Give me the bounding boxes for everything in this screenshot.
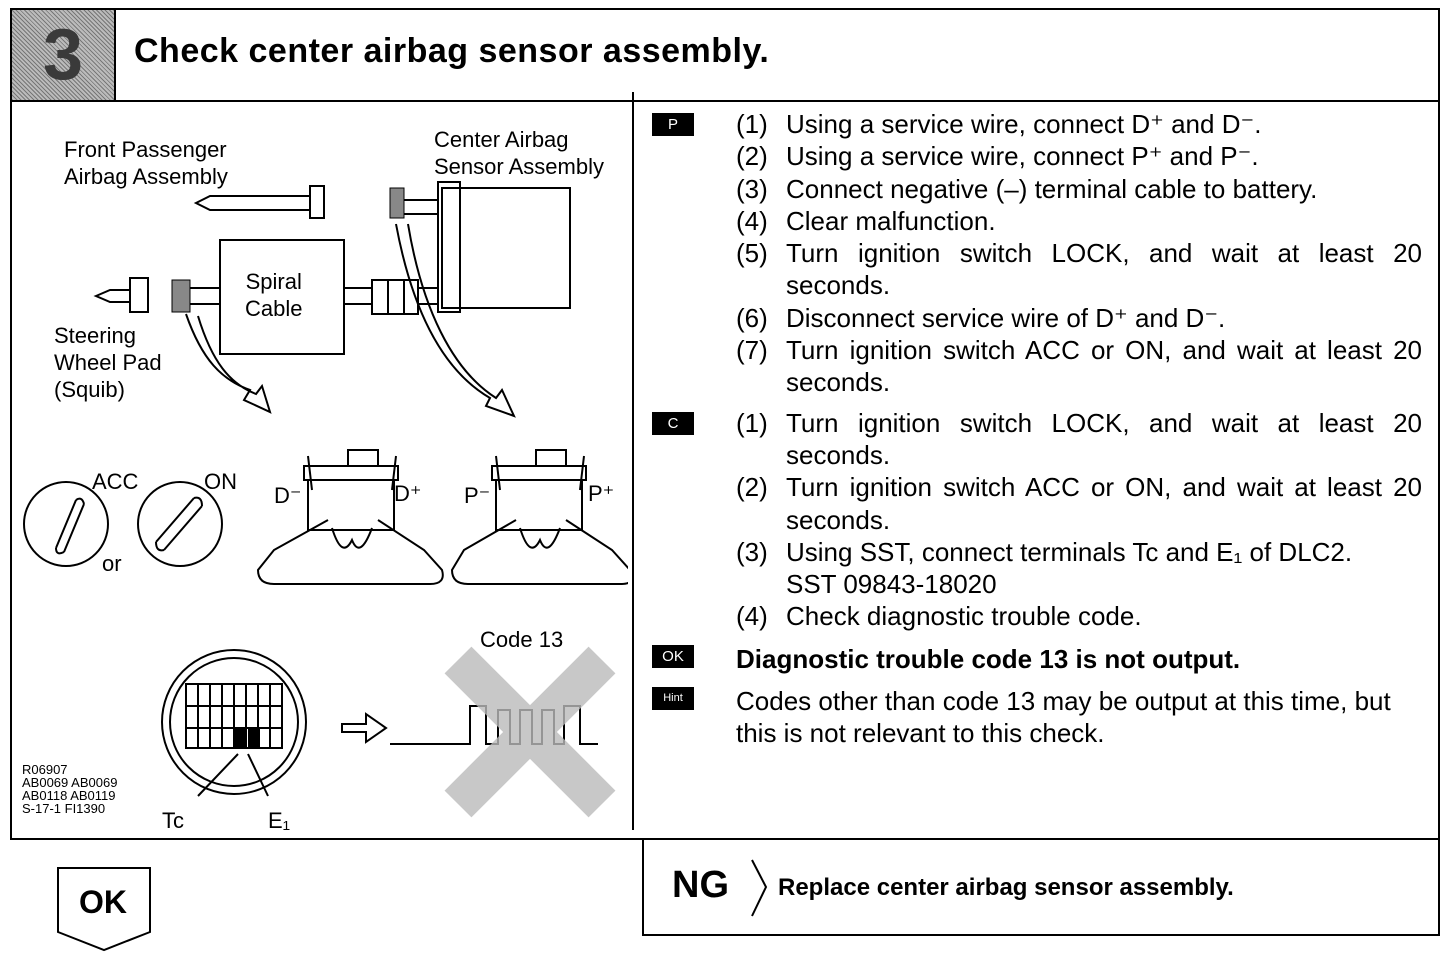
ok-result-text: Diagnostic trouble code 13 is not output… bbox=[736, 643, 1241, 674]
ng-result-box: NG Replace center airbag sensor assembly… bbox=[642, 840, 1440, 936]
c-step-list: (1) Turn ignition switch LOCK, and wait a… bbox=[736, 407, 1422, 633]
step-number: 3 bbox=[42, 15, 84, 95]
step-text: Using SST, connect terminals Tc and E₁ o… bbox=[786, 536, 1353, 567]
step-item: (3) Connect negative (–) terminal cable t… bbox=[736, 173, 1422, 205]
ok-result-tab: OK bbox=[56, 866, 152, 957]
step-number-box: 3 bbox=[12, 10, 116, 100]
step-item: (4) Check diagnostic trouble code. bbox=[736, 600, 1422, 632]
ok-label: OK bbox=[79, 884, 127, 920]
column-divider bbox=[632, 92, 634, 830]
step-item: (1) Using a service wire, connect D⁺ and … bbox=[736, 108, 1422, 140]
ng-label: NG bbox=[672, 864, 729, 906]
step-item: (2) Turn ignition switch ACC or ON, and w… bbox=[736, 471, 1422, 536]
label-p-plus: P⁺ bbox=[588, 481, 615, 506]
step-text: Connect negative (–) terminal cable to b… bbox=[786, 173, 1318, 204]
ng-chevron-icon bbox=[751, 859, 768, 917]
label-d-plus: D⁺ bbox=[394, 481, 422, 506]
label-e1: E₁ bbox=[268, 808, 291, 833]
step-item: (4) Clear malfunction. bbox=[736, 205, 1422, 237]
procedure-frame: 3 Check center airbag sensor assembly. bbox=[10, 8, 1440, 840]
label-p-minus: P⁻ bbox=[464, 483, 491, 508]
tag-hint: Hint bbox=[652, 686, 694, 710]
section-p: P (1) Using a service wire, connect D⁺ an… bbox=[652, 108, 1422, 399]
step-text: Turn ignition switch ACC or ON, and wait… bbox=[786, 335, 1422, 398]
step-text: Turn ignition switch ACC or ON, and wait… bbox=[786, 472, 1422, 535]
hint-text: Codes other than code 13 may be output a… bbox=[736, 685, 1391, 748]
label-tc: Tc bbox=[162, 808, 184, 833]
step-number: (6) bbox=[736, 302, 768, 333]
step-text: Check diagnostic trouble code. bbox=[786, 601, 1142, 632]
step-header: 3 Check center airbag sensor assembly. bbox=[12, 10, 1438, 102]
label-or: or bbox=[102, 551, 122, 576]
label-code: Code 13 bbox=[480, 627, 564, 652]
step-number: (4) bbox=[736, 601, 768, 632]
step-text: Using a service wire, connect P⁺ and P⁻. bbox=[786, 141, 1259, 172]
tag-c: C bbox=[652, 411, 694, 435]
section-hint: Hint Codes other than code 13 may be out… bbox=[652, 685, 1422, 749]
ok-tab-shape bbox=[57, 867, 151, 952]
step-text: Disconnect service wire of D⁺ and D⁻. bbox=[786, 302, 1226, 333]
step-item: (6) Disconnect service wire of D⁺ and D⁻. bbox=[736, 302, 1422, 334]
step-title: Check center airbag sensor assembly. bbox=[134, 32, 770, 70]
step-text: Clear malfunction. bbox=[786, 205, 996, 236]
label-d-minus: D⁻ bbox=[274, 483, 302, 508]
step-number: (1) bbox=[736, 407, 768, 438]
step-text: Turn ignition switch LOCK, and wait at l… bbox=[786, 238, 1422, 301]
step-item: (2) Using a service wire, connect P⁺ and … bbox=[736, 140, 1422, 172]
p-step-list: (1) Using a service wire, connect D⁺ and … bbox=[736, 108, 1422, 399]
section-c: C (1) Turn ignition switch LOCK, and wait… bbox=[652, 407, 1422, 633]
label-acc: ACC bbox=[92, 469, 139, 494]
step-item: (3) Using SST, connect terminals Tc and E… bbox=[736, 536, 1422, 568]
step-number: (5) bbox=[736, 238, 768, 269]
diagram-drawing bbox=[23, 181, 633, 818]
step-number: (1) bbox=[736, 109, 768, 139]
step-number: (3) bbox=[736, 536, 768, 567]
step-number: (4) bbox=[736, 205, 768, 236]
instructions: P (1) Using a service wire, connect D⁺ an… bbox=[652, 108, 1422, 757]
section-ok: OK Diagnostic trouble code 13 is not out… bbox=[652, 643, 1422, 675]
step-number: (2) bbox=[736, 472, 768, 503]
step-number: (3) bbox=[736, 173, 768, 204]
step-number: (2) bbox=[736, 141, 768, 172]
step-item: (7) Turn ignition switch ACC or ON, and w… bbox=[736, 334, 1422, 399]
step-item: (1) Turn ignition switch LOCK, and wait a… bbox=[736, 407, 1422, 472]
tag-p: P bbox=[652, 113, 694, 136]
step-text: Turn ignition switch LOCK, and wait at l… bbox=[786, 407, 1422, 470]
step-item: SST 09843-18020 bbox=[736, 568, 1422, 600]
step-text: Using a service wire, connect D⁺ and D⁻. bbox=[786, 109, 1262, 139]
step-text: SST 09843-18020 bbox=[786, 569, 997, 600]
step-number: (7) bbox=[736, 335, 768, 366]
label-on: ON bbox=[204, 469, 237, 494]
tag-ok: OK bbox=[652, 644, 694, 668]
step-item: (5) Turn ignition switch LOCK, and wait a… bbox=[736, 237, 1422, 302]
step-number bbox=[736, 568, 786, 600]
ng-action-text: Replace center airbag sensor assembly. bbox=[778, 874, 1234, 901]
